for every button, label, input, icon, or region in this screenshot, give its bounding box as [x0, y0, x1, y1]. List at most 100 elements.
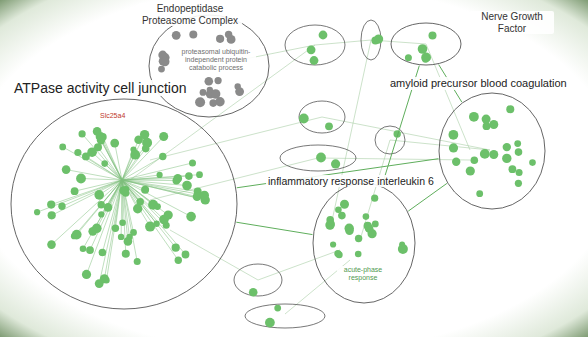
gene-dot	[452, 158, 460, 166]
gene-dot	[274, 305, 281, 312]
hub-line	[52, 180, 123, 245]
cluster-ellipse: amyloid precursor blood coagulation	[438, 92, 546, 210]
term-label: acute-phase response	[337, 266, 389, 282]
gene-dot	[48, 211, 56, 219]
gene-dot	[82, 153, 90, 161]
gene-dot	[47, 201, 55, 209]
gene-dot	[336, 251, 343, 258]
ellipse-outline	[390, 22, 462, 66]
hub-line	[77, 180, 122, 235]
gene-dot	[514, 140, 521, 147]
gene-dot	[325, 122, 333, 130]
hub-line	[83, 180, 122, 249]
hub-line	[122, 180, 186, 255]
gene-dot	[345, 224, 354, 233]
gene-dot	[215, 77, 222, 84]
gene-dot	[182, 181, 192, 191]
gene-dot	[418, 44, 428, 54]
gene-dot	[502, 154, 511, 163]
cluster-ellipse: Endopeptidase Proteasome Complexproteaso…	[148, 14, 270, 118]
gene-dot	[62, 165, 71, 174]
gene-dot	[331, 159, 340, 168]
gene-dot	[200, 89, 207, 96]
cluster-heading: Endopeptidase Proteasome Complex	[138, 3, 242, 26]
gene-dot	[338, 212, 346, 220]
cluster-outlines	[234, 20, 405, 328]
hub-line	[122, 180, 140, 202]
gene-dot	[489, 150, 498, 159]
gene-dot	[325, 220, 334, 229]
cluster-ellipse: inflammatory response interleukin 6acute…	[312, 182, 416, 304]
gene-dot	[34, 209, 40, 215]
gene-dot	[71, 233, 77, 239]
gene-dot	[340, 200, 349, 209]
gene-dot	[405, 54, 412, 61]
gene-dot	[316, 153, 326, 163]
gene-dot	[142, 145, 150, 153]
gene-dot	[80, 245, 87, 252]
gene-dot	[235, 87, 244, 96]
cluster-heading: ATPase activity cell junction	[12, 80, 188, 96]
gene-dot	[529, 159, 536, 166]
gene-dot	[515, 180, 522, 187]
gene-dot	[59, 144, 66, 151]
gene-dot	[79, 130, 86, 137]
gene-dot	[186, 212, 196, 222]
gene-dot	[118, 234, 124, 240]
gene-dot	[172, 244, 180, 252]
gene-dot	[185, 172, 193, 180]
gene-dot	[110, 139, 119, 148]
gene-dot	[200, 191, 209, 200]
ellipse-outline	[10, 98, 238, 310]
gene-dot	[154, 203, 161, 210]
hub-line	[122, 180, 176, 248]
gene-dot	[72, 230, 82, 240]
gene-dot	[88, 227, 97, 236]
hub-line	[122, 175, 160, 180]
gene-dot	[503, 143, 511, 151]
gene-dot	[98, 211, 104, 217]
hub-line	[52, 180, 122, 215]
gene-dot	[159, 132, 168, 141]
gene-dot	[101, 160, 108, 167]
gene-dot	[153, 221, 159, 227]
gene-dot	[398, 244, 408, 254]
gene-dot	[372, 221, 379, 228]
gene-dot	[330, 241, 336, 247]
gene-dot	[103, 277, 109, 283]
gene-dot	[429, 31, 437, 39]
gene-dot	[307, 45, 316, 54]
gene-dot	[157, 172, 163, 178]
ellipse-outline	[312, 182, 416, 304]
cluster-ellipse: Nerve Growth Factor	[390, 22, 462, 66]
gene-dot	[76, 174, 86, 184]
hub-line	[62, 180, 122, 206]
cluster-heading: amyloid precursor blood coagulation	[388, 77, 569, 90]
cluster-link	[236, 222, 312, 234]
hub-line	[122, 135, 145, 180]
term-label: Slc25a4	[98, 112, 127, 120]
gene-dot	[122, 190, 129, 197]
gene-dot	[134, 258, 141, 265]
gene-dot	[196, 171, 203, 178]
gene-dot	[82, 270, 91, 279]
hub-line	[122, 137, 164, 181]
gene-dot	[466, 166, 475, 175]
gene-dot	[158, 66, 165, 73]
hub-line	[104, 180, 122, 279]
ellipse-outline	[438, 92, 546, 210]
gene-dot	[174, 174, 183, 183]
hub-line	[115, 143, 122, 180]
gene-dot	[130, 150, 140, 160]
gene-dot	[476, 190, 483, 197]
cluster-heading: Nerve Growth Factor	[470, 11, 554, 34]
gene-dot	[159, 153, 166, 160]
gene-dot	[449, 130, 459, 140]
gene-dot	[482, 115, 491, 124]
gene-dot	[141, 186, 149, 194]
hub-line	[122, 180, 178, 260]
gene-dot	[449, 143, 458, 152]
